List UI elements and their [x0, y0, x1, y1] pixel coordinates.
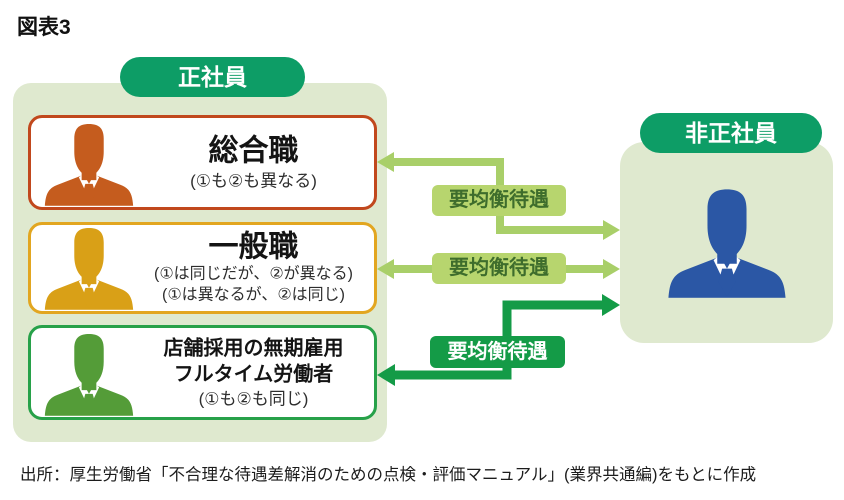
- arrowhead-right-icon: [602, 294, 620, 316]
- tenpo-saiyo-box: 店舗採用の無期雇用 フルタイム労働者 (①も②も同じ): [28, 325, 377, 420]
- ippanshoku-text: 一般職 (①は同じだが、②が異なる) (①は異なるが、②は同じ): [139, 231, 368, 306]
- kinko-taigu-label-3: 要均衡待遇: [430, 336, 565, 368]
- kinko-taigu-label-1: 要均衡待遇: [432, 185, 566, 216]
- figure-title: 図表3: [17, 16, 71, 39]
- ippanshoku-box: 一般職 (①は同じだが、②が異なる) (①は異なるが、②は同じ): [28, 222, 377, 314]
- sogoshoku-box: 総合職 (①も②も異なる): [28, 115, 377, 210]
- box-title: フルタイム労働者: [173, 363, 334, 385]
- box-title: 総合職: [208, 134, 299, 167]
- box-subtitle: (①も②も同じ): [198, 389, 309, 408]
- person-icon: [43, 123, 135, 206]
- arrowhead-right-icon: [603, 220, 620, 240]
- person-icon: [43, 227, 135, 310]
- box-subtitle: (①は異なるが、②は同じ): [161, 286, 346, 304]
- kinko-taigu-label-2: 要均衡待遇: [432, 253, 566, 284]
- person-icon: [666, 188, 788, 298]
- hiseishain-panel: [620, 142, 833, 343]
- seishain-badge: 正社員: [120, 57, 305, 97]
- source-note: 出所：厚生労働省「不合理な待遇差解消のための点検・評価マニュアル」(業界共通編)…: [20, 466, 757, 484]
- sogoshoku-text: 総合職 (①も②も異なる): [139, 133, 368, 192]
- box-subtitle: (①も②も異なる): [190, 171, 317, 190]
- hiseishain-badge: 非正社員: [640, 113, 822, 153]
- box-title: 一般職: [208, 230, 299, 264]
- tenpo-saiyo-text: 店舗採用の無期雇用 フルタイム労働者 (①も②も同じ): [139, 335, 368, 410]
- box-title: 店舗採用の無期雇用: [163, 337, 344, 359]
- arrowhead-right-icon: [603, 259, 620, 279]
- box-subtitle: (①は同じだが、②が異なる): [153, 265, 354, 283]
- person-icon: [43, 333, 135, 416]
